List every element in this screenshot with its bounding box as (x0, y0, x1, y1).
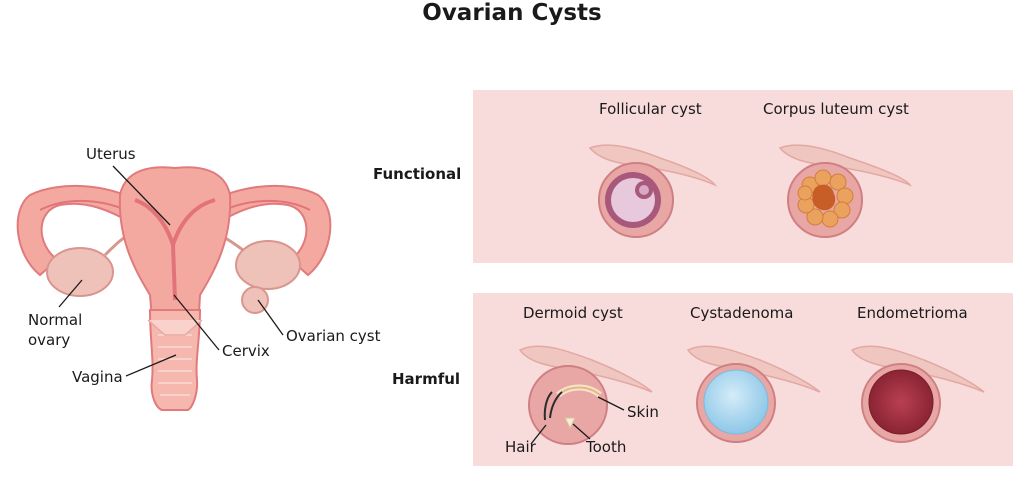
functional-label: Functional (373, 165, 462, 183)
follicular-cyst-label: Follicular cyst (599, 100, 702, 118)
right-ovary-shape (235, 240, 301, 290)
endometrioma-label: Endometrioma (857, 304, 968, 322)
corpus-luteum-cyst-label: Corpus luteum cyst (763, 100, 909, 118)
uterus-anatomy (16, 165, 332, 411)
endometrioma-illustration (850, 345, 985, 443)
cystadenoma-label: Cystadenoma (690, 304, 794, 322)
page-title: Ovarian Cysts (422, 0, 602, 26)
harmful-label: Harmful (392, 370, 461, 388)
tooth-label: Tooth (586, 438, 627, 456)
cervix-label: Cervix (222, 342, 270, 360)
hair-label: Hair (505, 438, 536, 456)
functional-panel (473, 90, 1013, 263)
ovarian-cyst-label: Ovarian cyst (286, 327, 381, 345)
dermoid-cyst-illustration (518, 345, 653, 445)
normal-ovary-label: Normal ovary (28, 311, 83, 349)
dermoid-cyst-label: Dermoid cyst (523, 304, 623, 322)
skin-label: Skin (627, 403, 659, 421)
corpus-luteum-cyst-illustration (778, 144, 913, 238)
uterus-label: Uterus (86, 145, 136, 163)
vagina-label: Vagina (72, 368, 123, 386)
right-fallopian-tube (214, 185, 332, 277)
ovarian-cyst-bump (241, 286, 269, 314)
follicular-cyst-illustration (588, 144, 718, 238)
cystadenoma-illustration (686, 345, 821, 443)
normal-ovary-shape (46, 247, 114, 297)
